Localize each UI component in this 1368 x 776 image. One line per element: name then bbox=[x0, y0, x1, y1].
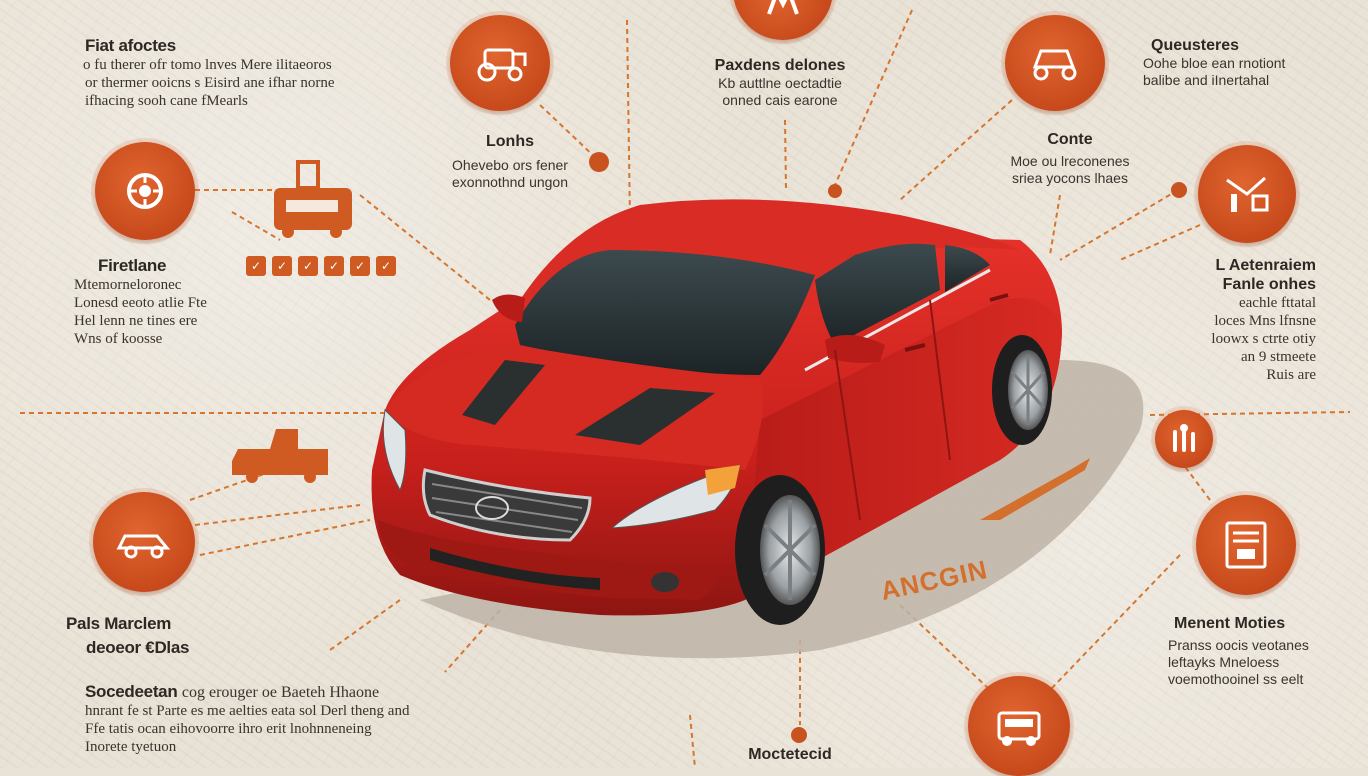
chip: ✓ bbox=[324, 256, 344, 276]
label-line: loowx s ctrte otiy bbox=[1211, 331, 1316, 348]
label-top-center: Paxdens delones Kb auttlne oectadtie onn… bbox=[690, 56, 870, 109]
connector-dot bbox=[828, 184, 842, 198]
label-title: Conte bbox=[1047, 131, 1093, 148]
chip: ✓ bbox=[298, 256, 318, 276]
tractor-icon bbox=[450, 15, 550, 111]
label-bottom-center: Moctetecid bbox=[720, 745, 860, 764]
connector-dot bbox=[791, 727, 807, 743]
label-line: Ohevebo ors fener bbox=[452, 157, 568, 174]
label-line: eachle fttatal bbox=[1238, 295, 1316, 312]
label-subtitle: deoeor €Dlas bbox=[86, 638, 190, 658]
label-line: Kb auttlne oectadtie bbox=[718, 75, 842, 92]
label-title: Moctetecid bbox=[748, 746, 832, 763]
label-title: Socedeetan bbox=[85, 682, 178, 701]
label-line: voemothooinel ss eelt bbox=[1168, 670, 1304, 687]
pickup-icon bbox=[232, 429, 328, 483]
label-top-right: Queusteres Oohe bloe ean rnotiont balibe… bbox=[1143, 36, 1285, 89]
label-line: Hel lenn ne tines ere bbox=[74, 313, 198, 330]
label-title: Fiat afoctes bbox=[85, 36, 176, 55]
chip: ✓ bbox=[246, 256, 266, 276]
cart-icon bbox=[1005, 15, 1105, 111]
label-line: an 9 stmeete bbox=[1241, 349, 1316, 366]
connector-dot bbox=[589, 152, 609, 172]
label-title: Lonhs bbox=[486, 133, 534, 150]
label-title: Firetlane bbox=[98, 256, 167, 275]
seat-icon bbox=[1155, 410, 1213, 468]
label-title: L Aetenraiem bbox=[1215, 257, 1316, 274]
hood-chip-row: ✓ ✓ ✓ ✓ ✓ ✓ bbox=[246, 256, 396, 276]
label-left: Firetlane Mtemorneloronec Lonesd eeoto a… bbox=[74, 256, 207, 348]
label-line: exonnothnd ungon bbox=[452, 173, 568, 190]
label-line: Ffe tatis ocan eihovoorre ihro erit lnoh… bbox=[85, 721, 372, 738]
label-line: o fu therer ofr tomo lnves Mere ilitaeor… bbox=[83, 57, 332, 74]
label-line: Ruis are bbox=[1266, 367, 1316, 384]
chip: ✓ bbox=[350, 256, 370, 276]
label-upper-mid-left: Lonhs Ohevebo ors fener exonnothnd ungon bbox=[420, 132, 600, 191]
connector-dot bbox=[1171, 182, 1187, 198]
gear-icon bbox=[1198, 145, 1296, 243]
label-line: hnrant fe st Parte es me aelties eata so… bbox=[85, 703, 410, 720]
label-right: L Aetenraiem Fanle onhes eachle fttatal … bbox=[1150, 256, 1316, 384]
engine-icon bbox=[968, 676, 1070, 776]
label-title: Paxdens delones bbox=[714, 57, 846, 74]
label-lower-right: Menent Moties Pranss oocis veotanes left… bbox=[1168, 614, 1309, 688]
label-subtitle: Fanle onhes bbox=[1222, 276, 1316, 294]
panel-icon bbox=[1196, 495, 1296, 595]
label-title: Pals Marclem bbox=[66, 614, 172, 633]
label-line: Mtemorneloronec bbox=[74, 277, 182, 294]
label-title: Queusteres bbox=[1151, 37, 1240, 54]
chip: ✓ bbox=[272, 256, 292, 276]
label-line: Oohe bloe ean rnotiont bbox=[1143, 55, 1286, 72]
label-line: sriea yocons lhaes bbox=[1012, 169, 1128, 186]
truck-icon bbox=[274, 160, 352, 238]
label-line: or thermer ooicns s Eisird ane ifhar nor… bbox=[85, 75, 335, 92]
label-line: onned cais earone bbox=[722, 91, 838, 108]
label-line: Wns of koosse bbox=[74, 331, 163, 348]
label-lower-left: Pals Marclem deoeor €Dlas bbox=[66, 614, 189, 659]
label-line: balibe and iInertahal bbox=[1143, 71, 1270, 88]
chip: ✓ bbox=[376, 256, 396, 276]
wheel-icon bbox=[95, 142, 195, 240]
label-line: Moe ou lreconenes bbox=[1010, 153, 1130, 170]
label-bottom-left: Socedeetan cog erouger oe Baeteh Hhaone … bbox=[85, 682, 409, 756]
label-line: Inorete tyetuon bbox=[85, 739, 177, 756]
label-line: ifhacing sooh cane fMearls bbox=[85, 93, 248, 110]
label-title-rest: cog erouger oe Baeteh Hhaone bbox=[181, 684, 380, 701]
sedan-icon bbox=[93, 492, 195, 592]
label-line: Pranss oocis veotanes bbox=[1168, 637, 1309, 654]
label-line: Lonesd eeoto atlie Fte bbox=[74, 295, 207, 312]
label-title: Menent Moties bbox=[1174, 615, 1286, 632]
label-top-left: Fiat afoctes o fu therer ofr tomo lnves … bbox=[83, 36, 335, 110]
label-upper-mid-right: Conte Moe ou lreconenes sriea yocons lha… bbox=[985, 130, 1155, 187]
label-line: loces Mns lfnsne bbox=[1214, 313, 1316, 330]
label-line: leftayks Mneloess bbox=[1168, 653, 1280, 670]
